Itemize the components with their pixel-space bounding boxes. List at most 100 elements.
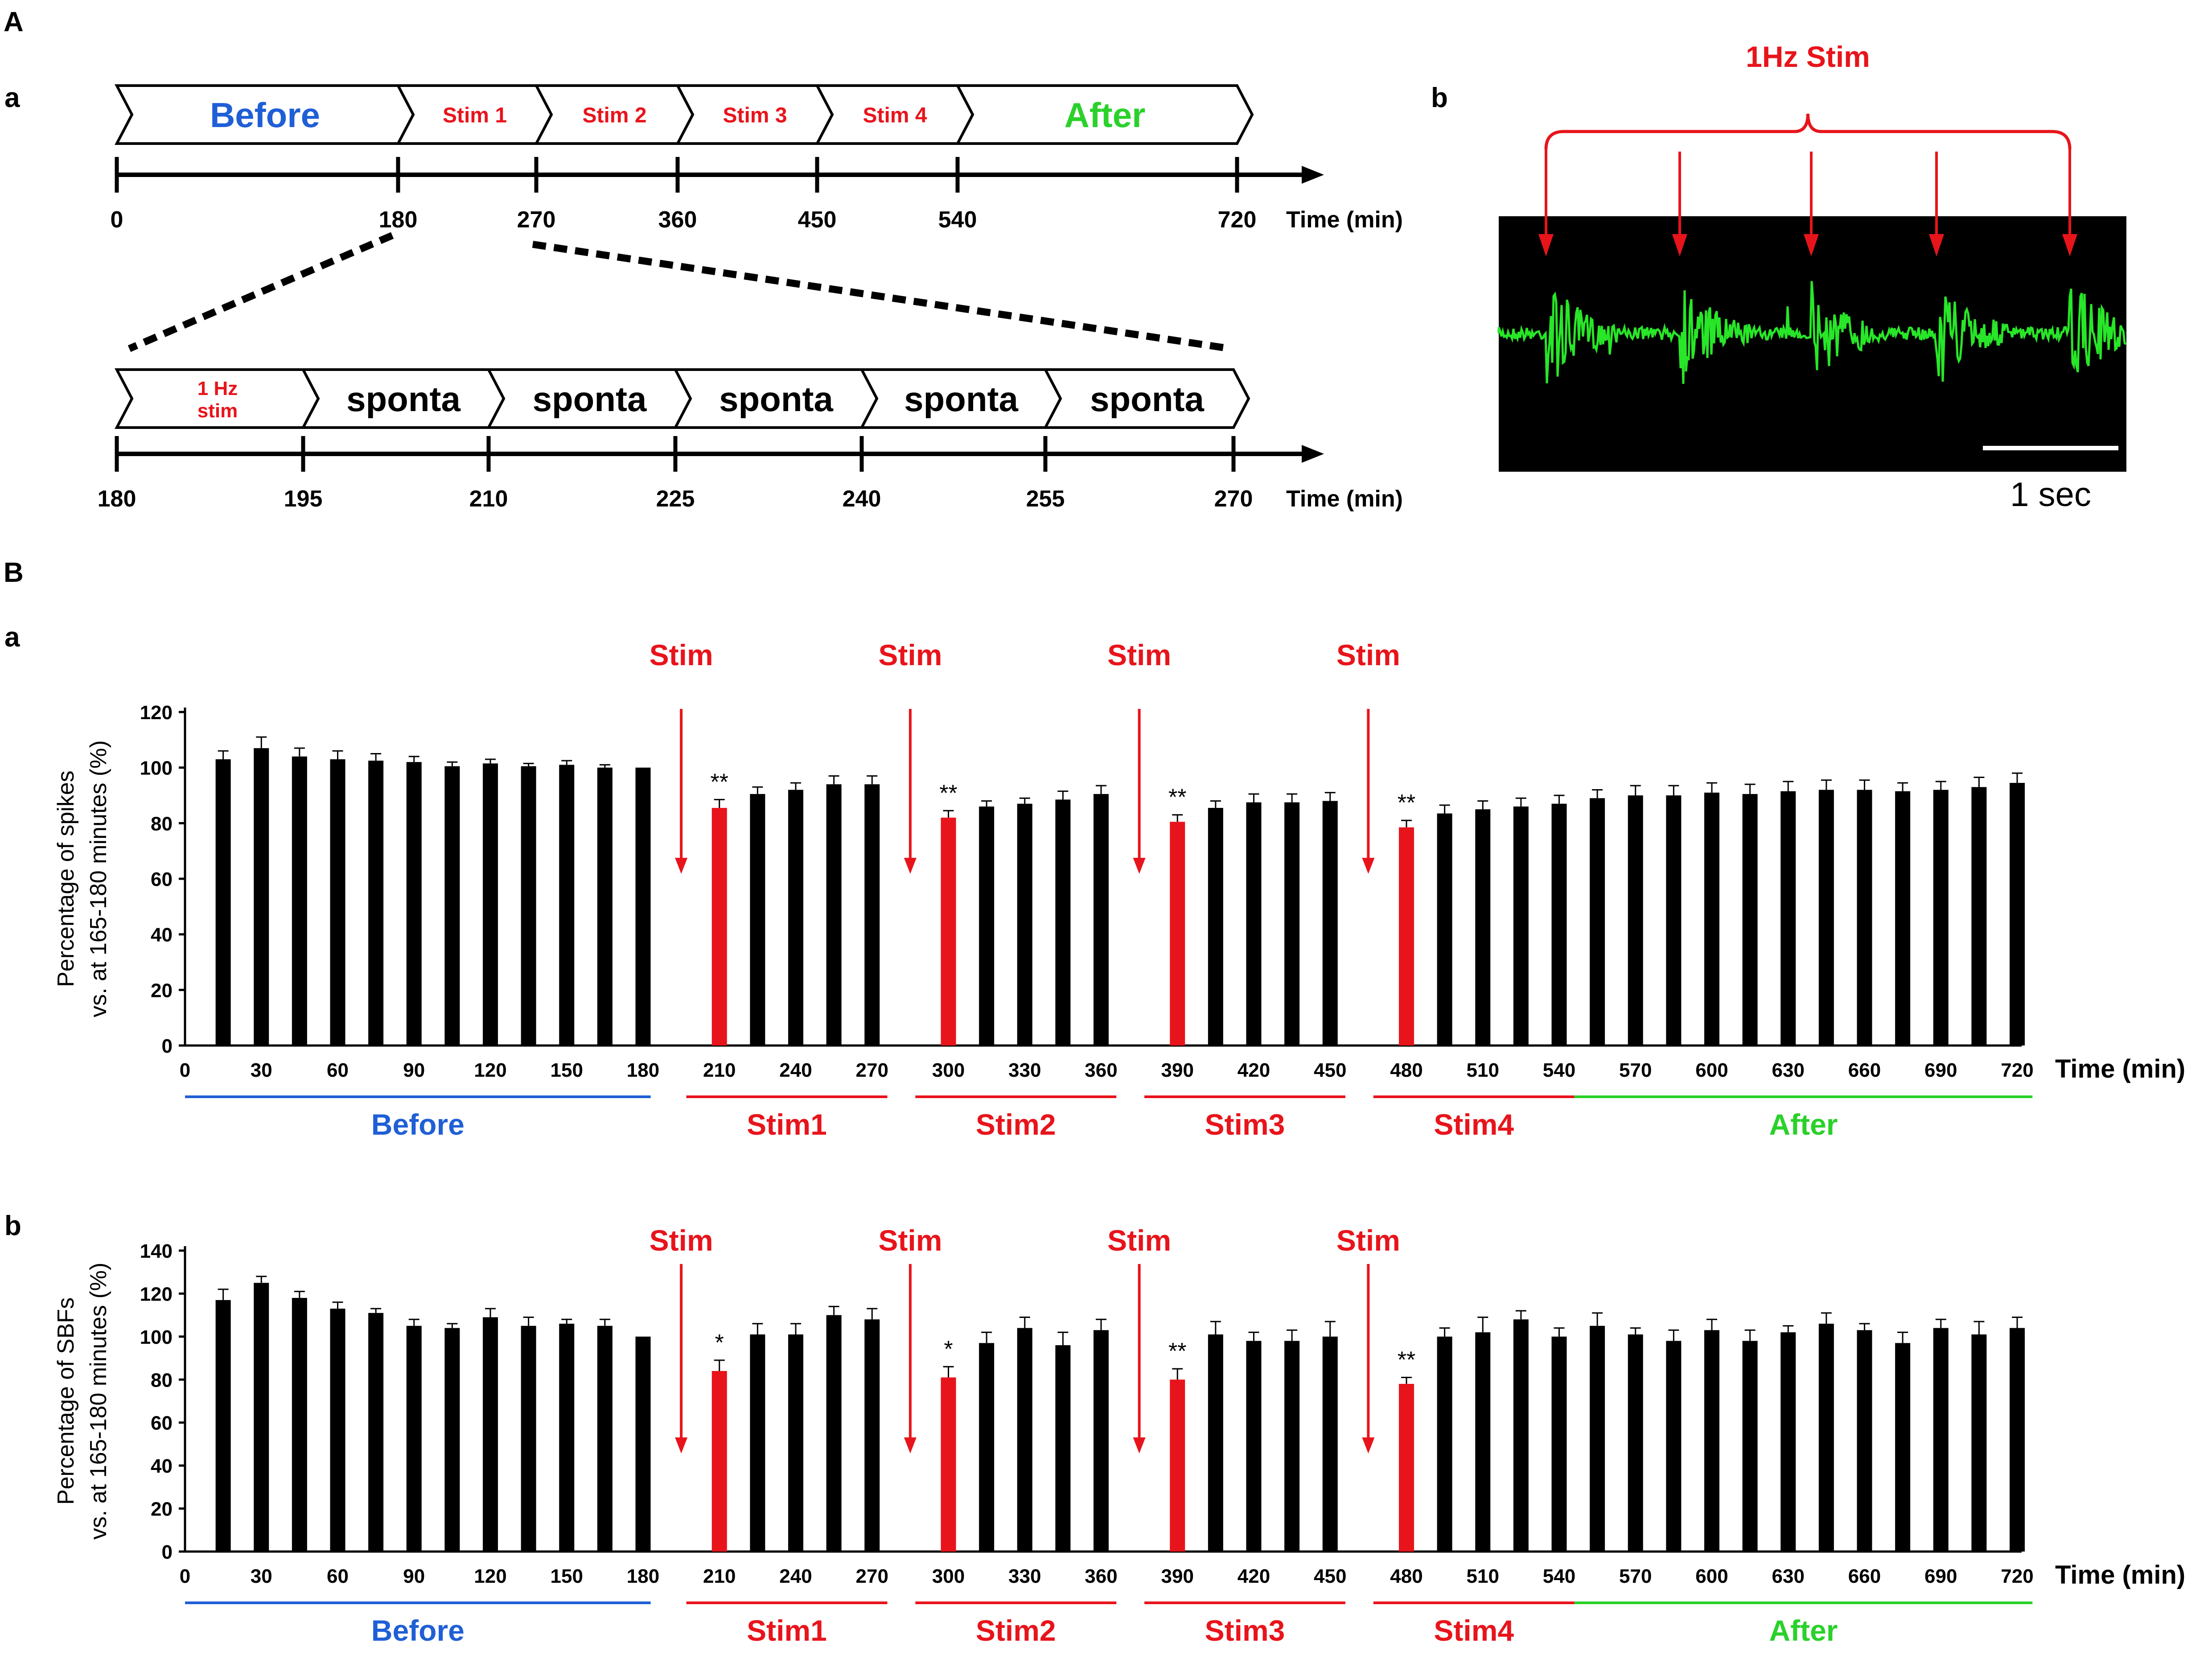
timeline_top-segment-label-3: Stim 3	[723, 103, 787, 127]
zoom-connectors	[127, 232, 1231, 352]
timeline_top-unit: Time (min)	[1286, 207, 1403, 233]
x-tick-label-24: 720	[2001, 1565, 2033, 1587]
stim-label-2: Stim	[1107, 1224, 1171, 1257]
bar-5	[406, 762, 422, 1046]
timeline_zoom-segment-label-2: sponta	[533, 379, 647, 419]
stim-arrow-head-0	[675, 858, 688, 874]
x-tick-label-12: 360	[1085, 1059, 1117, 1081]
bar-43	[2010, 1328, 2025, 1552]
bar-15	[826, 1315, 842, 1552]
bar-30	[1513, 806, 1529, 1046]
timeline_top-tick-label-2: 270	[517, 207, 556, 233]
timeline_top-tick-label-1: 180	[379, 207, 418, 233]
significance-mark-3: **	[1398, 790, 1415, 816]
bar-23	[1208, 1334, 1223, 1552]
bar-35	[1704, 1330, 1719, 1552]
significance-mark-0: *	[715, 1330, 724, 1356]
y-tick-label-4: 80	[151, 1369, 173, 1391]
bar-37	[1780, 1332, 1796, 1552]
y-tick-label-3: 60	[151, 869, 173, 890]
bar-5	[406, 1326, 422, 1552]
bar-3	[330, 1309, 345, 1552]
stim-arrow-head-1	[904, 1437, 917, 1453]
bar-22	[1170, 822, 1185, 1046]
bar-40	[1895, 791, 1911, 1046]
bar-19	[1017, 1328, 1032, 1552]
timeline_top-tick-label-0: 0	[111, 207, 123, 233]
stim-arrow-head-1	[1672, 234, 1687, 256]
timeline_top-segment-5	[955, 84, 1254, 145]
x-tick-label-21: 630	[1772, 1059, 1805, 1081]
panel-label-A: A	[4, 7, 24, 37]
bar-42	[1971, 787, 1987, 1046]
y-tick-label-4: 80	[151, 813, 173, 835]
x-tick-label-16: 480	[1390, 1059, 1423, 1081]
x-tick-label-23: 690	[1924, 1565, 1957, 1587]
phase-label-4: Stim4	[1434, 1614, 1514, 1647]
bar-10	[597, 767, 613, 1046]
x-tick-label-0: 0	[180, 1059, 190, 1081]
phase-label-3: Stim3	[1205, 1614, 1285, 1647]
x-tick-label-17: 510	[1467, 1059, 1499, 1081]
bar-14	[788, 1334, 803, 1552]
timeline_zoom-segment-label2-0: stim	[197, 400, 238, 422]
y-tick-label-1: 20	[151, 1498, 173, 1520]
x-tick-label-4: 120	[474, 1565, 506, 1587]
bar-39	[1857, 790, 1872, 1046]
timeline_zoom-tick-label-6: 270	[1214, 486, 1253, 512]
x-tick-label-1: 30	[251, 1565, 272, 1587]
bar-33	[1628, 795, 1643, 1046]
bar-39	[1857, 1330, 1872, 1552]
zoom-connector-right	[532, 241, 1231, 352]
x-tick-label-11: 330	[1008, 1059, 1041, 1081]
bar-9	[559, 1323, 575, 1552]
x-tick-label-11: 330	[1008, 1565, 1041, 1587]
stim-label-1: Stim	[878, 638, 942, 671]
stim-arrow-head-3	[1362, 858, 1375, 874]
timeline_zoom-segment-label-4: sponta	[904, 379, 1018, 419]
bar-37	[1780, 791, 1796, 1046]
bar-7	[483, 1317, 498, 1552]
x-tick-label-4: 120	[474, 1059, 506, 1081]
y-axis-label: Percentage of spikes	[53, 770, 79, 987]
bar-23	[1208, 808, 1223, 1046]
x-tick-label-15: 450	[1314, 1059, 1346, 1081]
x-tick-label-15: 450	[1314, 1565, 1346, 1587]
x-tick-label-19: 570	[1619, 1565, 1652, 1587]
timeline_top-segment-label-4: Stim 4	[863, 103, 927, 127]
x-tick-label-20: 600	[1695, 1059, 1728, 1081]
bar-1	[254, 748, 269, 1046]
bar-26	[1322, 801, 1338, 1046]
y-tick-label-5: 100	[140, 1326, 173, 1348]
bar-4	[368, 1313, 384, 1552]
timeline_zoom-unit: Time (min)	[1286, 486, 1403, 512]
x-tick-label-14: 420	[1238, 1565, 1270, 1587]
bar-34	[1666, 795, 1682, 1046]
bar-25	[1284, 802, 1300, 1046]
x-tick-label-5: 150	[551, 1059, 583, 1081]
bar-0	[215, 1300, 231, 1552]
y-tick-label-7: 140	[140, 1240, 173, 1262]
y-tick-label-3: 60	[151, 1412, 173, 1434]
stim-arrow-head-2	[1804, 234, 1819, 256]
bar-38	[1818, 790, 1834, 1046]
timeline_zoom-segment-label-0: 1 Hz	[197, 378, 238, 399]
bar-32	[1590, 798, 1605, 1046]
bar-20	[1055, 1345, 1071, 1552]
y-tick-label-5: 100	[140, 757, 173, 779]
x-tick-label-23: 690	[1924, 1059, 1957, 1081]
bar-25	[1284, 1341, 1300, 1552]
significance-mark-2: **	[1168, 785, 1186, 811]
x-tick-label-6: 180	[627, 1565, 659, 1587]
stim-label-1: Stim	[878, 1224, 942, 1257]
bar-31	[1551, 1336, 1567, 1552]
x-tick-label-13: 390	[1161, 1565, 1194, 1587]
bar-27	[1399, 827, 1414, 1046]
y-tick-label-2: 40	[151, 1455, 173, 1477]
x-tick-label-18: 540	[1543, 1565, 1575, 1587]
bar-42	[1971, 1334, 1987, 1552]
bar-28	[1437, 1336, 1452, 1552]
bar-41	[1933, 790, 1949, 1046]
